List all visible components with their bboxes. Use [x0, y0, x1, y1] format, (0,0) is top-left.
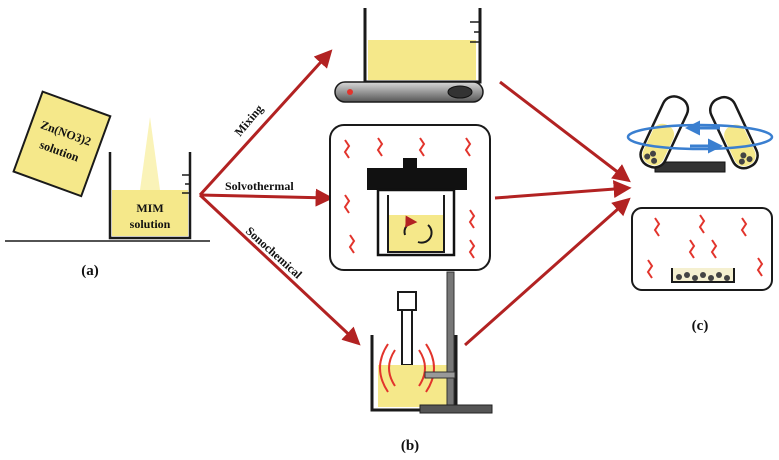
autoclave-liquid: [388, 215, 444, 251]
panel-b-label: (b): [401, 438, 419, 454]
mixing-arrow: [198, 49, 333, 197]
autoclave-lid: [367, 168, 467, 190]
converge-arrows: [464, 80, 632, 347]
drying-heat-waves: [646, 214, 764, 279]
sonochemical-label: Sonochemical: [243, 224, 305, 282]
route-arrows: [198, 49, 361, 346]
solvothermal-arrow: [199, 188, 334, 207]
panel-a-label: (a): [81, 263, 99, 279]
centrifuge-base: [654, 161, 726, 173]
hotplate: [334, 81, 484, 103]
hotplate-setup: [334, 8, 484, 103]
sound-waves: [379, 343, 435, 393]
hotplate-knob: [447, 85, 473, 99]
panel-a: Zn(NO3)2 solution MIM solution (a): [5, 90, 210, 279]
pour-stream: [140, 117, 160, 190]
zn-beaker: Zn(NO3)2 solution: [12, 90, 112, 198]
solvothermal-label: Solvothermal: [225, 179, 294, 193]
hotplate-indicator: [347, 89, 353, 95]
dried-particles: [676, 272, 730, 281]
mim-beaker: MIM solution: [108, 152, 192, 240]
mim-label: MIM: [136, 201, 163, 215]
centrifuge: [626, 95, 774, 173]
sonicator-probe: [401, 309, 413, 366]
solvothermal-box: [329, 124, 491, 271]
panel-c-label: (c): [692, 318, 709, 334]
heat-waves: [343, 137, 476, 259]
stand-rod: [446, 271, 455, 408]
drying-box: [631, 207, 773, 291]
sonicator-head: [397, 291, 417, 311]
rotation-arrows: [626, 123, 774, 151]
mixing-label: Mixing: [232, 102, 266, 139]
sonication-setup: [370, 271, 493, 414]
sonochemical-arrow: [198, 193, 361, 346]
mim-label-2: solution: [130, 217, 171, 231]
stand-base: [419, 404, 493, 414]
